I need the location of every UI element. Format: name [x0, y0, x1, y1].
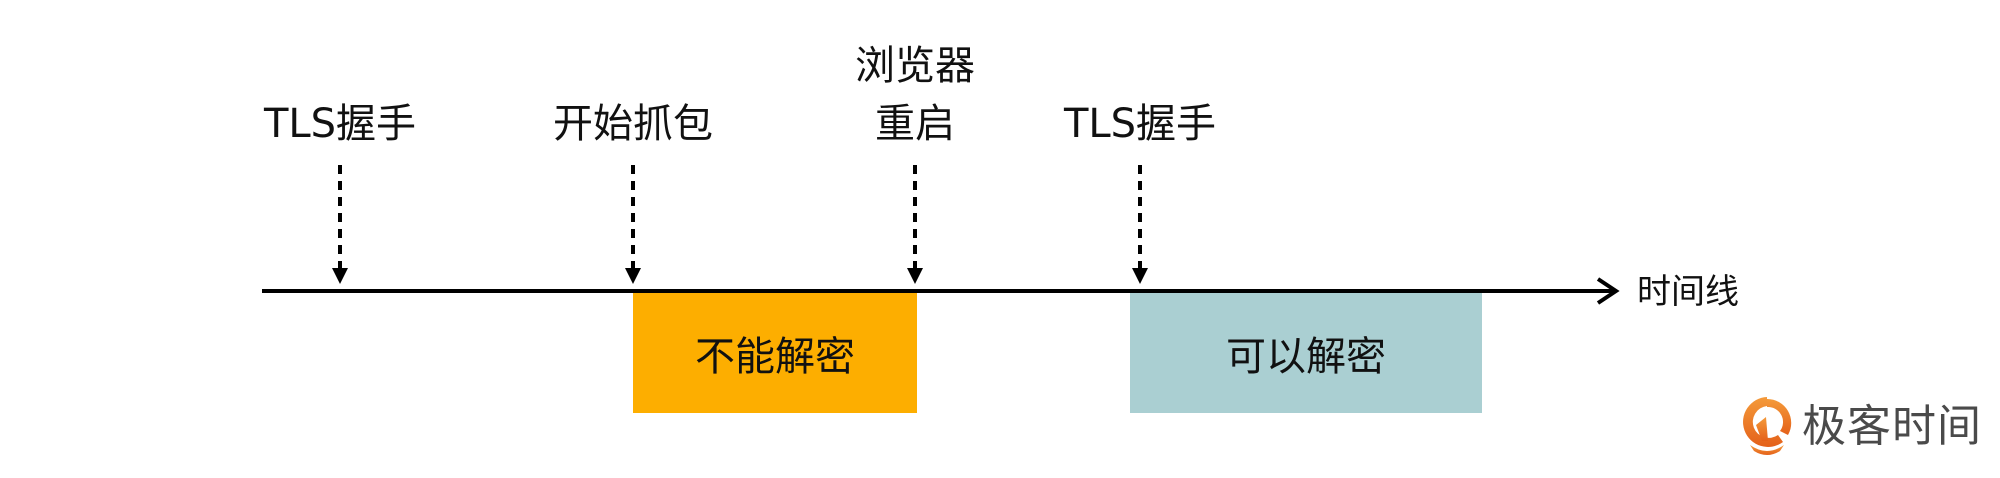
period-label: 可以解密 [1226, 334, 1386, 380]
brand-logo: 极客时间 [1738, 395, 1982, 459]
period-box-can-decrypt: 可以解密 [1130, 293, 1482, 413]
timeline-arrowhead [1596, 277, 1620, 305]
period-label: 不能解密 [695, 334, 855, 380]
event-label-tls-handshake-1: TLS握手 [263, 101, 417, 147]
event-arrow-head [1132, 268, 1148, 284]
timeline-label: 时间线 [1637, 272, 1739, 312]
event-arrow-head [907, 268, 923, 284]
event-label-browser-restart-line1: 浏览器 [855, 43, 975, 89]
geektime-logo-icon [1743, 397, 1792, 455]
event-label-browser-restart-line2: 重启 [875, 101, 955, 147]
period-box-cannot-decrypt: 不能解密 [633, 293, 917, 413]
event-label-start-capture: 开始抓包 [553, 101, 713, 147]
logo-text: 极客时间 [1802, 401, 1982, 452]
event-arrow-head [625, 268, 641, 284]
event-arrow-head [332, 268, 348, 284]
event-label-tls-handshake-2: TLS握手 [1063, 101, 1217, 147]
